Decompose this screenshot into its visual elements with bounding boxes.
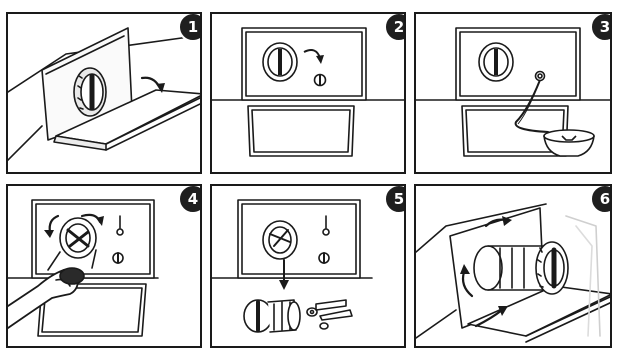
step-6-illustration	[416, 186, 612, 348]
step-2-illustration	[212, 14, 406, 174]
step-number-badge: 2	[384, 12, 406, 42]
step-1-panel: 1	[6, 12, 202, 174]
step-number-badge: 5	[384, 184, 406, 214]
step-number-badge: 3	[590, 12, 612, 42]
step-5-illustration	[212, 186, 406, 348]
step-3-panel: 3	[414, 12, 612, 174]
step-4-panel: 4	[6, 184, 202, 348]
step-number-badge: 6	[590, 184, 612, 214]
step-number-badge: 4	[178, 184, 202, 214]
step-number-badge: 1	[178, 12, 202, 42]
step-5-panel: 5	[210, 184, 406, 348]
step-1-illustration	[8, 14, 202, 174]
step-6-panel: 6	[414, 184, 612, 348]
step-3-illustration	[416, 14, 612, 174]
step-2-panel: 2	[210, 12, 406, 174]
step-4-illustration	[8, 186, 202, 348]
